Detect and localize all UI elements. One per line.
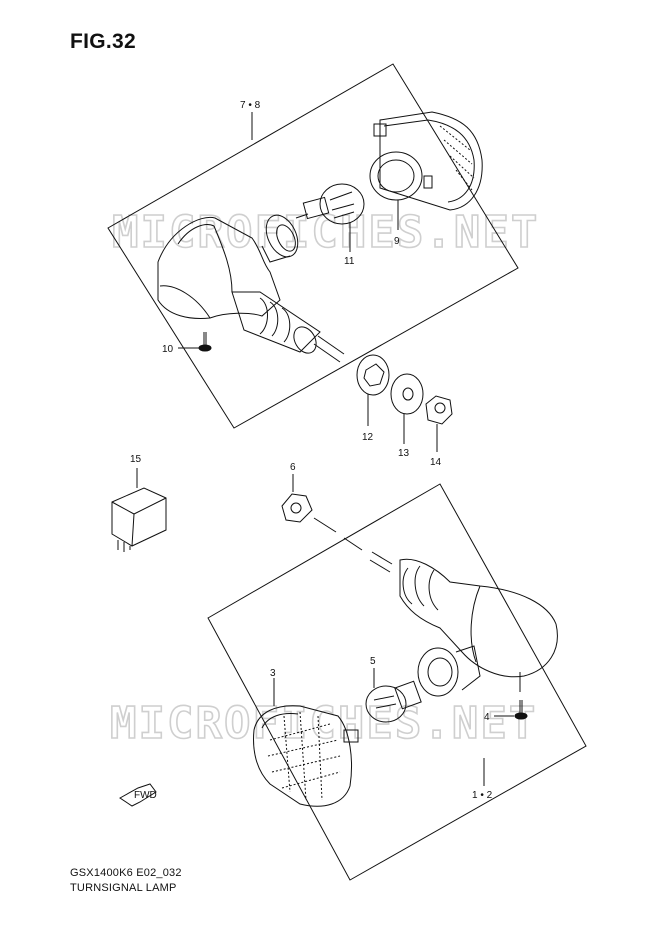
upper-assembly-outline	[107, 63, 519, 429]
callout-15: 15	[130, 454, 142, 465]
fwd-direction-badge: FWD	[119, 783, 157, 807]
watermark-top: MICROFICHES.NET	[112, 207, 539, 258]
callout-3: 3	[270, 668, 276, 679]
callout-13: 13	[398, 448, 410, 459]
callout-7-8: 7 • 8	[240, 100, 261, 111]
model-code: GSX1400K6 E02_032	[70, 867, 182, 879]
upper-bulb	[302, 183, 365, 225]
callout-14: 14	[430, 457, 442, 468]
washer-12	[356, 354, 390, 396]
callout-12: 12	[362, 432, 374, 443]
upper-lamp-stem	[231, 291, 345, 363]
figure-title: FIG.32	[70, 30, 136, 53]
callout-1-2: 1 • 2	[472, 790, 493, 801]
washer-13	[390, 373, 424, 415]
nut-14	[425, 395, 453, 425]
lower-assembly-outline	[207, 483, 587, 881]
lower-lens-3	[253, 705, 359, 807]
callout-4: 4	[484, 712, 490, 723]
callout-5: 5	[370, 656, 376, 667]
watermark-bottom: MICROFICHES.NET	[110, 698, 537, 749]
figure-caption: TURNSIGNAL LAMP	[70, 882, 177, 894]
screw-4	[514, 700, 528, 720]
callout-10: 10	[162, 344, 174, 355]
callout-9: 9	[394, 236, 400, 247]
lower-bulb	[365, 680, 422, 723]
relay-15	[111, 468, 167, 552]
nut-6	[281, 474, 363, 551]
lower-socket-5	[417, 645, 481, 697]
upper-lens-9	[369, 111, 483, 211]
lower-lamp-housing	[369, 551, 558, 692]
callout-11: 11	[344, 256, 355, 267]
screw-10	[198, 332, 212, 352]
upper-lamp-housing	[157, 216, 281, 319]
figure-footer: GSX1400K6 E02_032 TURNSIGNAL LAMP	[70, 866, 182, 896]
callout-6: 6	[290, 462, 296, 473]
fwd-label: FWD	[134, 790, 157, 801]
